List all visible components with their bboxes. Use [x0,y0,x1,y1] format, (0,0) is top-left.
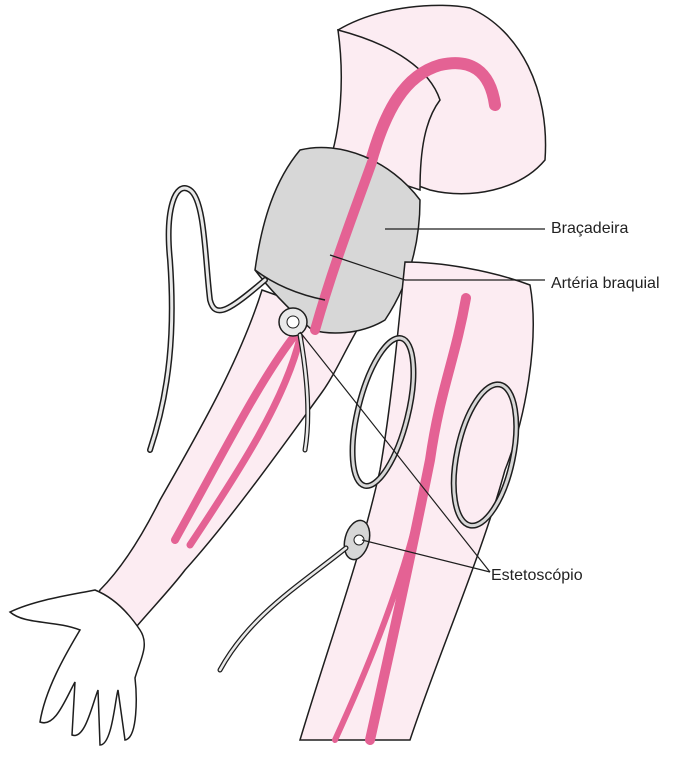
hand [10,590,144,745]
label-brachial-artery: Artéria braquial [551,276,660,292]
forearm-skin [85,290,360,640]
label-stethoscope: Estetoscópio [491,568,583,584]
label-cuff: Braçadeira [551,221,628,237]
stethoscope-head-upper-inner [287,316,299,328]
